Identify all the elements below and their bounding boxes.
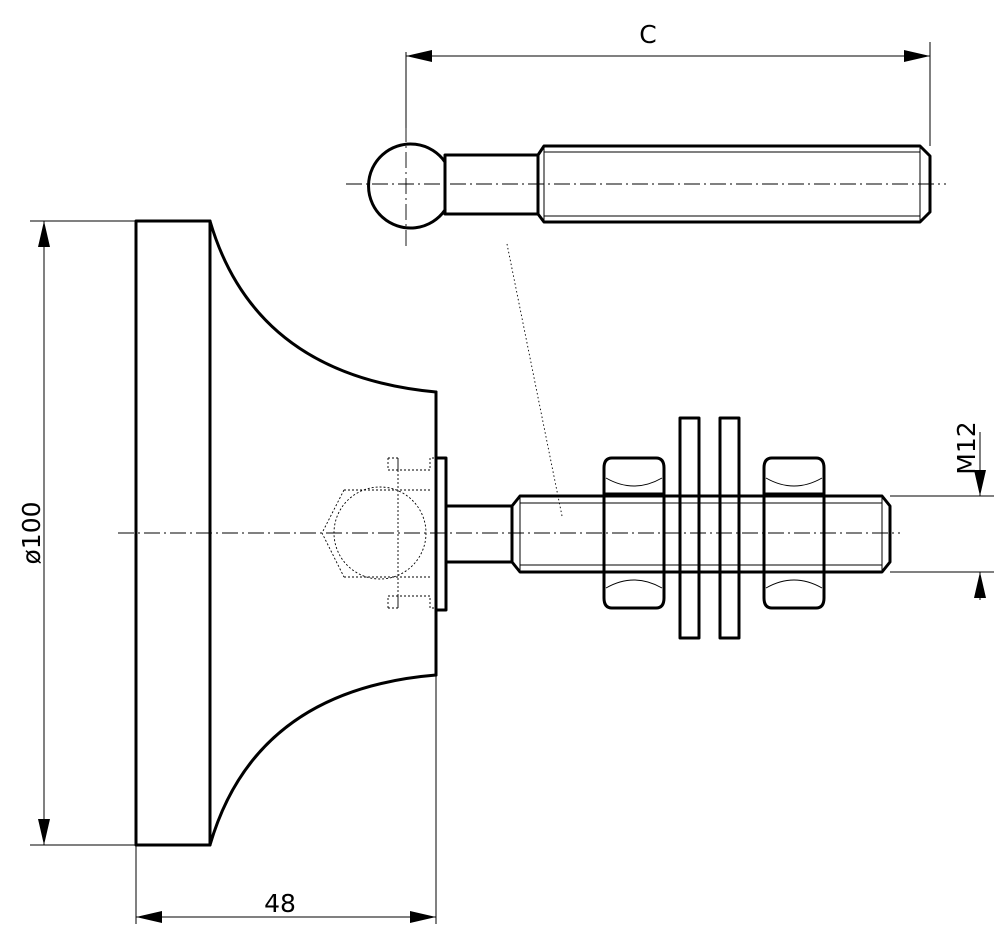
ball-stud-detail [346, 126, 946, 250]
dimension-m12: M12 [890, 421, 994, 600]
base-lower-curve [208, 673, 438, 847]
washer-1 [678, 416, 701, 640]
stud-thread-root [520, 502, 882, 566]
detail-thread [536, 144, 932, 224]
socket-cone [321, 489, 345, 578]
threaded-stud [444, 494, 892, 574]
dimension-c-label: C [639, 20, 656, 49]
detail-ball [367, 142, 447, 230]
washer-2 [718, 416, 741, 640]
dimension-diameter-label: ø100 [17, 501, 46, 564]
dimension-c: C [405, 20, 931, 146]
stud-thread [510, 494, 892, 574]
stud-neck [444, 504, 514, 564]
dimension-m12-label: M12 [952, 421, 981, 474]
dimension-48-label: 48 [264, 889, 296, 918]
hex-nut-2 [762, 456, 826, 610]
detail-neck [443, 153, 540, 216]
base-collar [434, 456, 448, 612]
dimension-diameter: ø100 [17, 220, 136, 846]
base-upper-curve [208, 219, 438, 394]
hex-nut-1 [602, 456, 666, 610]
foot-base [134, 219, 438, 847]
dimension-48: 48 [135, 675, 437, 924]
detail-leader [506, 243, 563, 517]
